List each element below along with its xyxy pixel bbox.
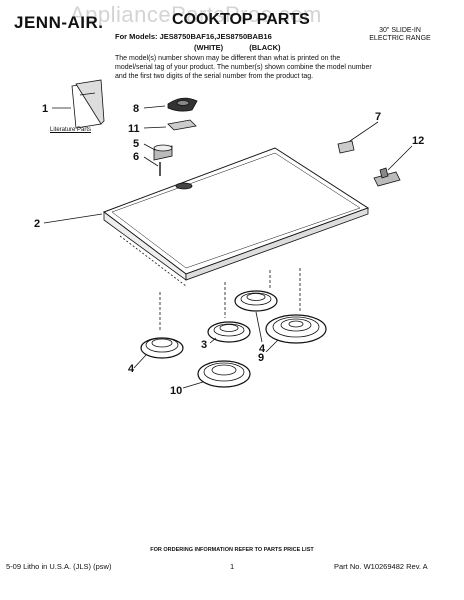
part-2-cooktop-glass xyxy=(102,147,370,287)
callout-4-top: 4 xyxy=(259,343,266,355)
color-variants: (WHITE) (BLACK) xyxy=(194,43,305,52)
callout-2: 2 xyxy=(34,218,40,230)
callout-11: 11 xyxy=(128,123,140,135)
part-4-element-top xyxy=(234,290,278,312)
page-title: COOKTOP PARTS xyxy=(172,11,310,28)
product-type-line2: ELECTRIC RANGE xyxy=(369,35,431,42)
part-3-element-center xyxy=(207,321,251,343)
part-12-bracket xyxy=(373,167,401,187)
part-7-clip xyxy=(337,140,355,154)
ordering-info: FOR ORDERING INFORMATION REFER TO PARTS … xyxy=(150,547,314,553)
color-white: (WHITE) xyxy=(194,43,224,52)
literature-parts-label: Literature Parts xyxy=(50,127,92,133)
color-black: (BLACK) xyxy=(249,43,281,52)
part-9-element-large xyxy=(265,314,327,344)
part-4-element-left xyxy=(140,337,184,359)
litho-info: 5-09 Litho in U.S.A. (JLS) (psw) xyxy=(6,562,112,571)
product-type-line1: 30" SLIDE-IN xyxy=(379,27,421,34)
callout-8: 8 xyxy=(133,103,139,115)
callout-1: 1 xyxy=(42,103,48,115)
models-line: For Models: JES8750BAF16,JES8750BAB16 xyxy=(115,32,272,41)
brand-logo: JENN-AIR. xyxy=(14,13,104,32)
page-number: 1 xyxy=(230,562,235,571)
callout-10: 10 xyxy=(170,385,182,397)
watermark: AppliancePartsPros.com xyxy=(70,2,322,27)
callout-9: 9 xyxy=(258,352,264,364)
model-note: The model(s) number shown may be differe… xyxy=(115,55,372,80)
callout-7: 7 xyxy=(375,111,381,123)
part-10-element-bottom xyxy=(197,360,251,388)
product-type: 30" SLIDE-IN ELECTRIC RANGE xyxy=(360,27,440,43)
callout-6: 6 xyxy=(133,151,139,163)
callout-5: 5 xyxy=(133,138,139,150)
part-11-gasket xyxy=(167,119,197,131)
literature-booklet-part xyxy=(71,79,105,129)
part-5-switch xyxy=(153,144,173,161)
callout-4-left: 4 xyxy=(128,363,135,375)
part-8-cover xyxy=(167,97,198,112)
callout-3: 3 xyxy=(201,339,207,351)
callout-12: 12 xyxy=(412,135,424,147)
part-number: Part No. W10269482 Rev. A xyxy=(334,562,428,571)
